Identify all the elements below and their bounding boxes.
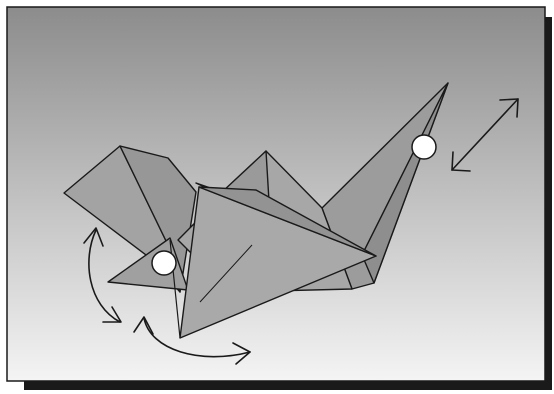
crane-neck-inner (361, 82, 449, 284)
marker-tail (151, 250, 177, 276)
arrow-bottom-curve (133, 316, 251, 365)
crane-front-wing-shade (198, 186, 377, 257)
crane (63, 82, 449, 339)
arrows (83, 98, 519, 365)
arrow-left-curve (83, 227, 122, 323)
crane-wing-crease (199, 244, 253, 303)
marker-neck (411, 134, 437, 160)
arrow-head-double (451, 98, 519, 172)
